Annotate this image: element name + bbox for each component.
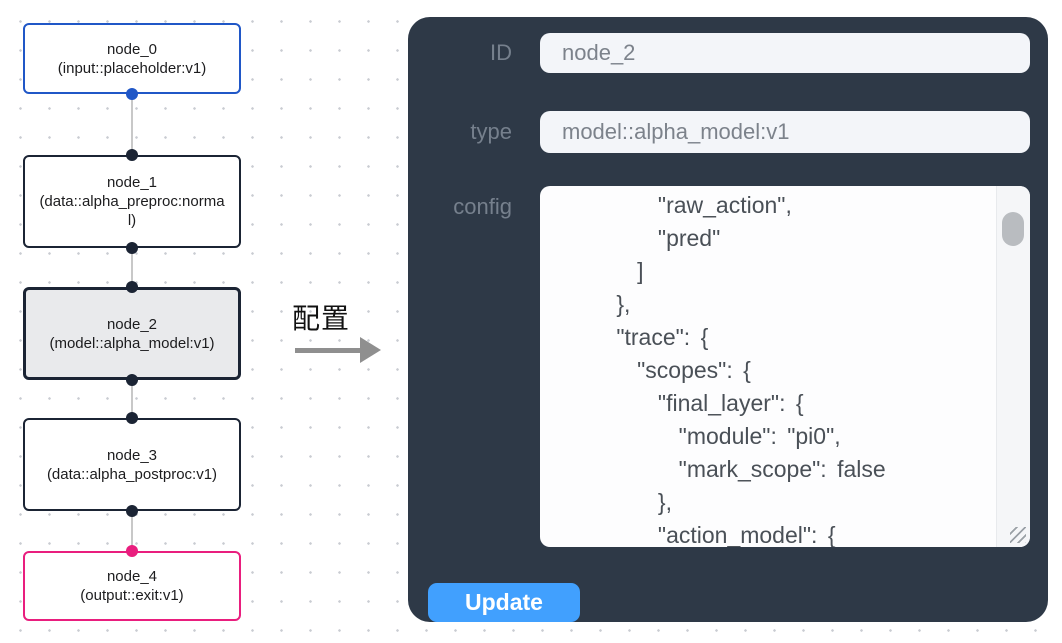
node-node_3[interactable]: node_3 (data::alpha_postproc:v1)	[23, 418, 241, 511]
type-field-label: type	[470, 119, 512, 144]
node-node_0[interactable]: node_0 (input::placeholder:v1)	[23, 23, 241, 94]
edge-node_3-node_4[interactable]	[131, 511, 133, 551]
node_2-target-handle[interactable]	[126, 281, 138, 293]
node-title: node_4	[106, 568, 158, 585]
id-field-label: ID	[490, 40, 512, 65]
node-subtitle: (input::placeholder:v1)	[57, 59, 207, 77]
node-title: node_2	[106, 315, 158, 333]
node_3-target-handle[interactable]	[126, 412, 138, 424]
node-subtitle: (output::exit:v1)	[80, 587, 184, 604]
edge-node_0-node_1[interactable]	[131, 94, 133, 155]
node-node_1[interactable]: node_1 (data::alpha_preproc:normal)	[23, 155, 241, 248]
node-node_4[interactable]: node_4 (output::exit:v1)	[23, 551, 241, 621]
node-title: node_3	[106, 446, 158, 464]
update-button[interactable]: Update	[428, 583, 580, 622]
node_4-target-handle[interactable]	[126, 545, 138, 557]
resize-handle-icon[interactable]	[1010, 527, 1026, 543]
config-scrollbar[interactable]	[996, 186, 1030, 547]
config-field-label: config	[453, 194, 512, 219]
node-node_2-selected[interactable]: node_2 (model::alpha_model:v1)	[23, 287, 241, 380]
node-subtitle: (model::alpha_model:v1)	[49, 334, 215, 352]
config-annotation: 配置	[292, 297, 392, 363]
config-json-text[interactable]: "raw_action", "pred" ] }, "trace": { "sc…	[616, 192, 886, 547]
node_1-target-handle[interactable]	[126, 149, 138, 161]
config-textarea[interactable]: "raw_action", "pred" ] }, "trace": { "sc…	[540, 186, 1030, 547]
node_3-source-handle[interactable]	[126, 505, 138, 517]
node-title: node_1	[106, 174, 158, 191]
node-subtitle: (data::alpha_preproc:normal)	[39, 193, 225, 229]
node_0-source-handle[interactable]	[126, 88, 138, 100]
node_1-source-handle[interactable]	[126, 242, 138, 254]
node_2-source-handle[interactable]	[126, 374, 138, 386]
id-input[interactable]	[540, 33, 1030, 73]
edge-node_2-node_3[interactable]	[131, 380, 133, 418]
edge-node_1-node_2[interactable]	[131, 248, 133, 287]
config-scrollbar-thumb[interactable]	[1002, 212, 1024, 246]
node-title: node_0	[106, 40, 158, 58]
node-subtitle: (data::alpha_postproc:v1)	[46, 465, 218, 483]
config-annotation-label: 配置	[292, 303, 351, 334]
type-input[interactable]	[540, 111, 1030, 153]
config-panel: ID type config "raw_action", "pred" ] },…	[408, 17, 1048, 622]
arrow-right-icon	[295, 337, 385, 363]
